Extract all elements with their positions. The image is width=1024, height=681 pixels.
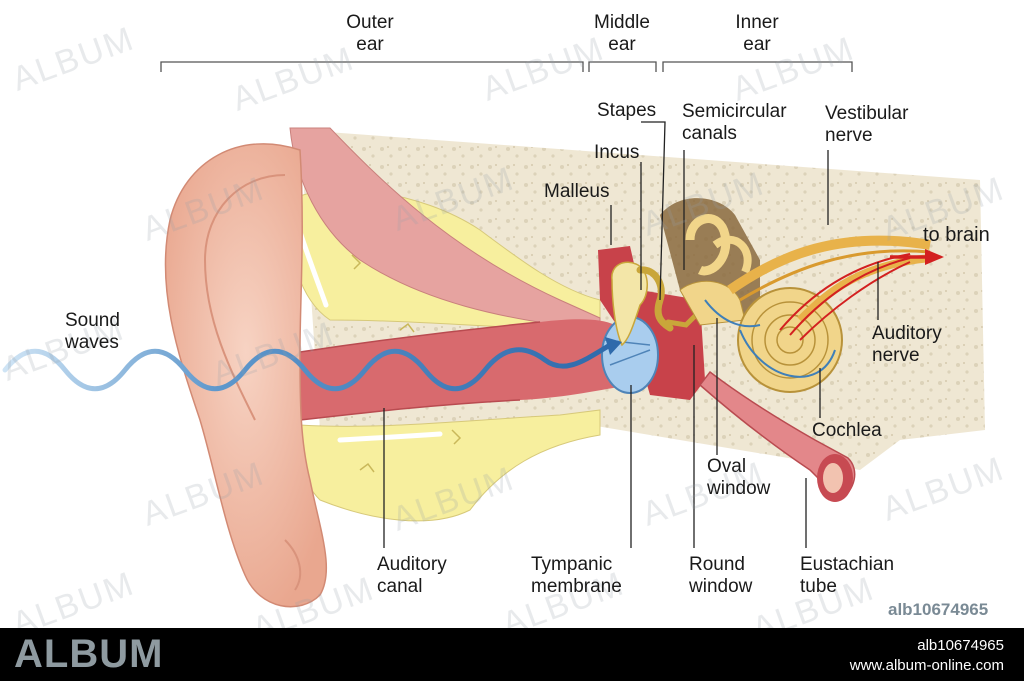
sound-wave [2,342,613,392]
footer-bar: ALBUM alb10674965 www.album-online.com [0,628,1024,681]
label-oval-window: Oval window [707,456,771,499]
label-vestibular-nerve: Vestibular nerve [825,103,909,146]
ear-illustration [2,61,985,608]
to-brain-arrowhead [925,249,944,265]
label-semicircular-canals: Semicircular canals [682,101,787,144]
label-to-brain: to brain [923,224,990,246]
pinna [164,143,328,608]
section-middle-ear: Middle ear [594,12,650,55]
label-round-window: Round window [689,554,753,597]
label-eustachian-tube: Eustachian tube [800,554,895,597]
eustachian-tube-shape [698,370,856,502]
label-incus: Incus [594,142,640,163]
ear-anatomy-diagram: ALBUM ALBUM ALBUM ALBUM ALBUM ALBUM ALBU… [0,12,1010,649]
auditory-canal-shape [299,319,630,421]
sound-wave-arrowhead [605,337,622,355]
inner-ear [660,198,843,393]
leader-lines [383,121,879,548]
label-malleus: Malleus [544,181,610,202]
nerves [727,235,931,323]
section-brackets [160,61,853,72]
label-tympanic-membrane: Tympanic membrane [531,554,622,597]
label-auditory-canal: Auditory canal [377,554,447,597]
label-auditory-nerve: Auditory nerve [872,323,942,366]
ossicles [611,261,699,347]
label-cochlea: Cochlea [812,420,882,441]
footer-reference: alb10674965 [917,637,1004,654]
section-inner-ear: Inner ear [735,12,779,55]
upper-tissue [289,127,601,331]
label-sound-waves: Sound waves [65,310,120,353]
image-id-tag: alb10674965 [888,600,989,619]
section-outer-ear: Outer ear [346,12,394,55]
footer-brand-logo: ALBUM [14,632,164,676]
footer-url[interactable]: www.album-online.com [849,657,1004,674]
label-stapes: Stapes [597,100,657,121]
